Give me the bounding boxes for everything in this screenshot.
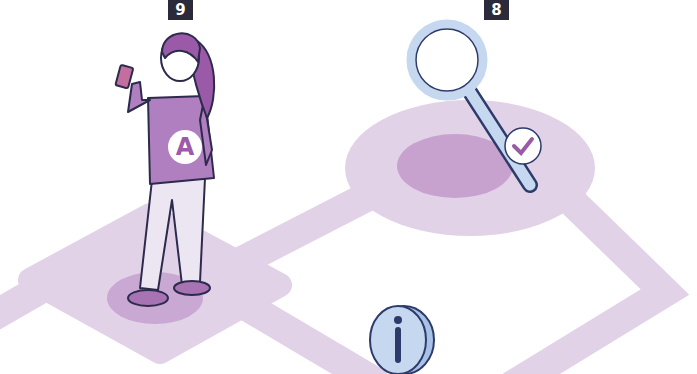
callout-number: 9 bbox=[168, 0, 193, 20]
path-band bbox=[240, 190, 380, 262]
magnifier-icon bbox=[409, 22, 541, 185]
path-band bbox=[245, 305, 380, 374]
platform bbox=[345, 100, 595, 236]
callout-number: 8 bbox=[484, 0, 509, 20]
woman-figure bbox=[115, 33, 214, 306]
info-icon bbox=[370, 306, 434, 374]
figure-letter: A bbox=[170, 133, 200, 161]
